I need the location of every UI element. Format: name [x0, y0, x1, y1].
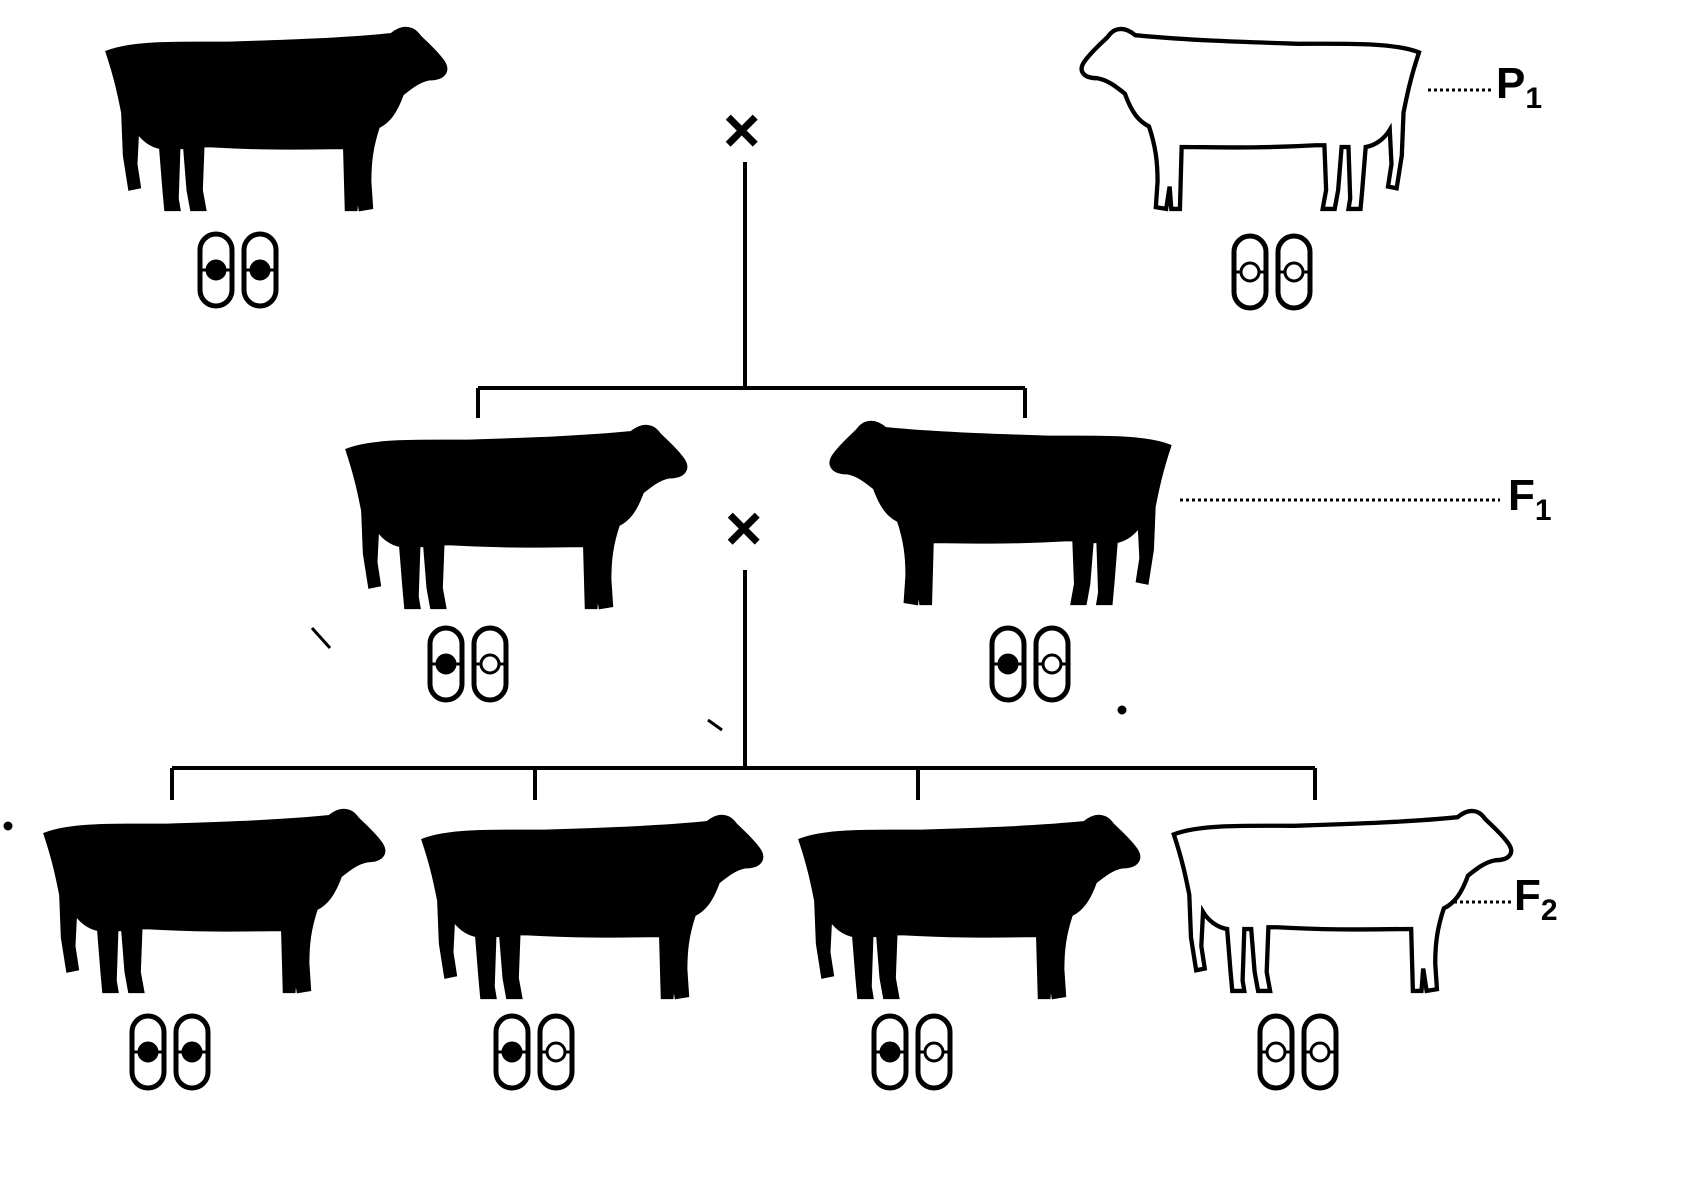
- generation-subscript-2: 2: [1541, 894, 1558, 927]
- black-cow-icon: [108, 29, 445, 209]
- genotype-capsules: [874, 1016, 950, 1088]
- dominant-allele-dot: [183, 1043, 201, 1061]
- recessive-allele-dot: [925, 1043, 943, 1061]
- black-cow-icon: [832, 423, 1169, 603]
- genotype-capsules: [992, 628, 1068, 700]
- recessive-allele-dot: [1267, 1043, 1285, 1061]
- animal-f2-6: [424, 817, 761, 1088]
- black-cow-icon: [801, 817, 1138, 997]
- black-cow-icon: [424, 817, 761, 997]
- generation-letter-f: F: [1514, 871, 1541, 920]
- animal-f2-8: [1174, 811, 1511, 1088]
- animal-p1-1: [108, 29, 445, 306]
- dominant-allele-dot: [251, 261, 269, 279]
- genotype-capsules: [200, 234, 276, 306]
- genotype-capsules: [1260, 1016, 1336, 1088]
- dominant-allele-dot: [437, 655, 455, 673]
- animal-f2-5: [46, 811, 383, 1088]
- animals-layer: [46, 29, 1511, 1088]
- dominant-allele-dot: [881, 1043, 899, 1061]
- dominant-allele-dot: [207, 261, 225, 279]
- svg-text:F2: F2: [1514, 871, 1558, 927]
- dominant-allele-dot: [503, 1043, 521, 1061]
- generation-subscript-1: 1: [1525, 82, 1542, 115]
- generation-letter-f: F: [1508, 471, 1535, 520]
- genotype-capsules: [496, 1016, 572, 1088]
- generation-label-p1: P1: [1428, 59, 1542, 115]
- dominant-allele-dot: [999, 655, 1017, 673]
- recessive-allele-dot: [547, 1043, 565, 1061]
- animal-f1-4: [832, 423, 1169, 700]
- recessive-allele-dot: [1311, 1043, 1329, 1061]
- recessive-allele-dot: [1043, 655, 1061, 673]
- genotype-capsules: [1234, 236, 1310, 308]
- cross-symbol-f1: ×: [725, 492, 762, 564]
- genotype-capsules: [430, 628, 506, 700]
- recessive-allele-dot: [1285, 263, 1303, 281]
- animal-p1-2: [1082, 29, 1419, 308]
- animal-f2-7: [801, 817, 1138, 1088]
- recessive-allele-dot: [1241, 263, 1259, 281]
- svg-text:P1: P1: [1496, 59, 1542, 115]
- black-cow-icon: [46, 811, 383, 991]
- generation-label-f1: F1: [1180, 471, 1552, 527]
- recessive-allele-dot: [481, 655, 499, 673]
- animal-f1-3: [348, 427, 685, 700]
- cross-symbol-p1: ×: [723, 94, 760, 166]
- svg-text:F1: F1: [1508, 471, 1552, 527]
- generation-subscript-1: 1: [1535, 494, 1552, 527]
- dominant-allele-dot: [139, 1043, 157, 1061]
- generation-letter-p: P: [1496, 59, 1525, 108]
- black-cow-icon: [348, 427, 685, 607]
- genotype-capsules: [132, 1016, 208, 1088]
- white-cow-icon: [1082, 29, 1419, 209]
